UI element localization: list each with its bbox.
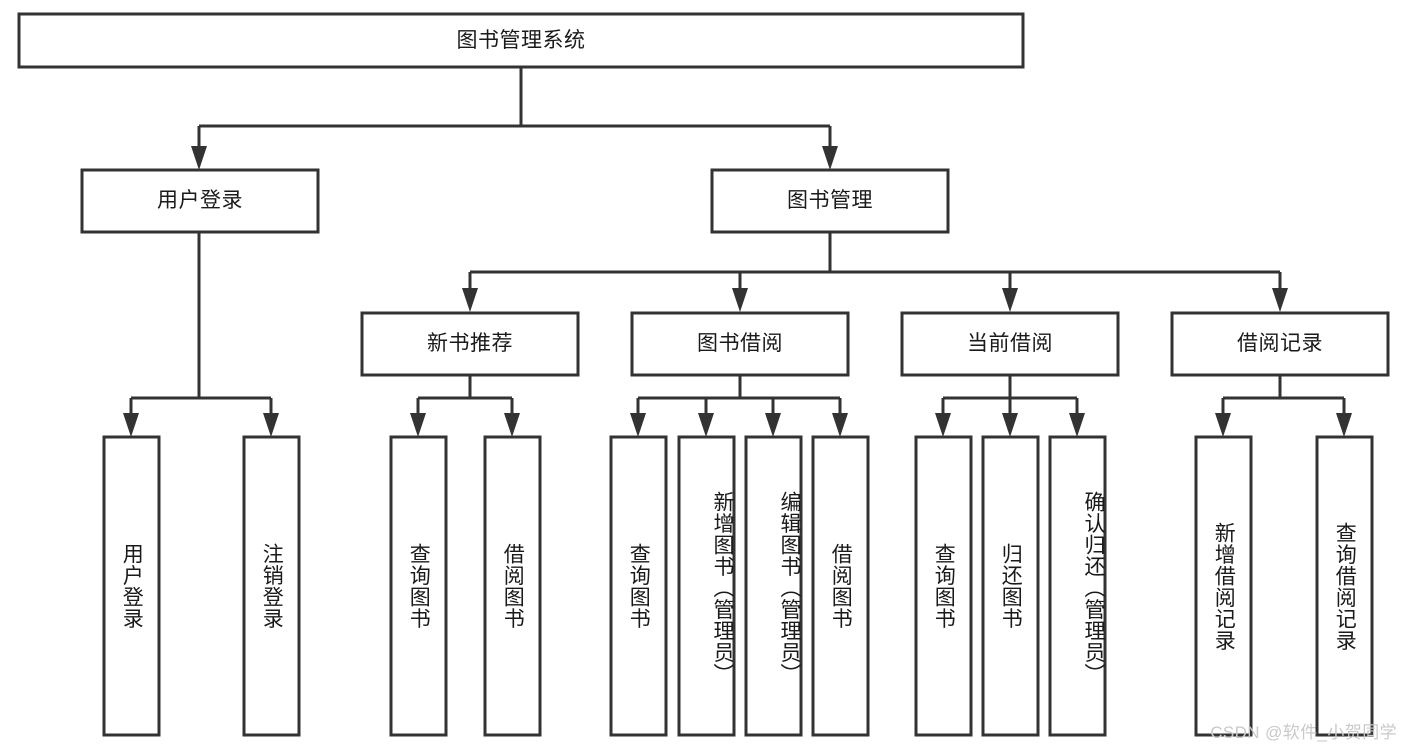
connector-newbook-to-leaves	[410, 375, 520, 437]
connector-borrowrecord-to-leaves	[1215, 375, 1352, 437]
node-box-leaf-query-book-3[interactable]	[914, 435, 973, 737]
connector-userlogin-to-leaves	[123, 232, 279, 437]
node-box-leaf-confirm-return[interactable]	[1048, 435, 1107, 737]
node-box-leaf-query-book-1[interactable]	[389, 435, 448, 737]
node-box-book-management[interactable]	[710, 168, 950, 234]
node-box-leaf-edit-book[interactable]	[744, 435, 803, 737]
node-box-current-borrow[interactable]	[900, 311, 1120, 377]
node-box-new-book-recommend[interactable]	[360, 311, 580, 377]
node-box-leaf-logout-login[interactable]	[242, 435, 301, 737]
connector-currentborrow-to-leaves	[935, 375, 1085, 437]
node-box-root[interactable]	[17, 12, 1025, 69]
node-box-leaf-user-login[interactable]	[102, 435, 161, 737]
node-box-user-login[interactable]	[80, 168, 320, 234]
node-box-leaf-add-borrow-record[interactable]	[1194, 435, 1253, 737]
node-box-leaf-return-book[interactable]	[981, 435, 1040, 737]
node-box-leaf-query-book-2[interactable]	[609, 435, 668, 737]
node-box-book-borrow[interactable]	[630, 311, 850, 377]
node-box-leaf-add-book[interactable]	[677, 435, 736, 737]
node-box-borrow-record[interactable]	[1170, 311, 1390, 377]
connector-bookborrow-to-leaves	[630, 375, 848, 437]
node-box-leaf-query-borrow-record[interactable]	[1315, 435, 1374, 737]
node-box-leaf-borrow-book-2[interactable]	[811, 435, 870, 737]
connector-bookmgmt-to-level2	[462, 232, 1288, 312]
connector-root-to-level1	[191, 67, 838, 170]
node-box-leaf-borrow-book-1[interactable]	[483, 435, 542, 737]
